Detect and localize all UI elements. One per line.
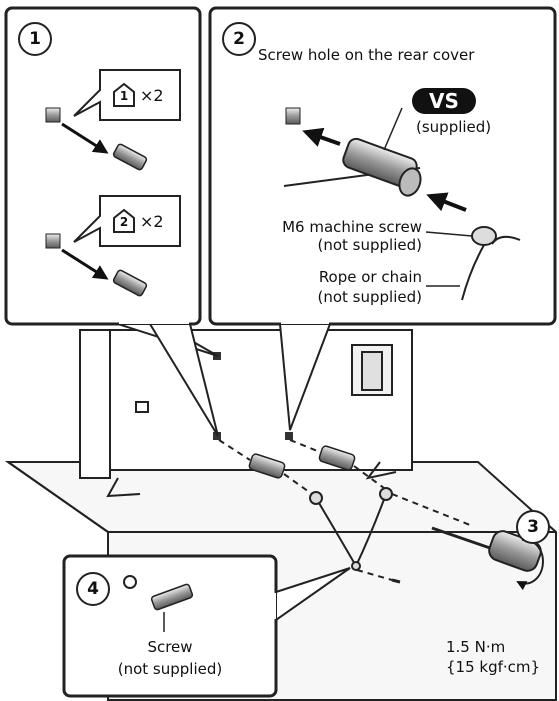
part-2-icon: 2 (112, 208, 136, 234)
step-2-number: 2 (222, 22, 256, 56)
supplied-label: (supplied) (416, 118, 491, 136)
machine-screw-note: (not supplied) (256, 236, 422, 254)
machine-screw-label: M6 machine screw (256, 218, 422, 236)
part-1-number: 1 (112, 89, 136, 103)
torque-value: 1.5 N·m (446, 638, 505, 656)
screw-label: Screw (80, 638, 260, 656)
rope-note: (not supplied) (256, 288, 422, 306)
step-4-number: 4 (76, 572, 110, 606)
part-2-number: 2 (112, 215, 136, 229)
screw-hole-label: Screw hole on the rear cover (258, 46, 474, 64)
step-3-number: 3 (516, 510, 550, 544)
step-1-number: 1 (18, 22, 52, 56)
part-2-quantity: ×2 (140, 212, 164, 231)
rope-label: Rope or chain (256, 268, 422, 286)
part-1-quantity: ×2 (140, 86, 164, 105)
part-1-icon: 1 (112, 82, 136, 108)
torque-value-kgf: {15 kgf·cm} (446, 658, 540, 676)
screw-note: (not supplied) (80, 660, 260, 678)
vs-badge: VS (412, 88, 476, 114)
table-screw-small (392, 580, 400, 582)
tv-rear (80, 330, 412, 478)
